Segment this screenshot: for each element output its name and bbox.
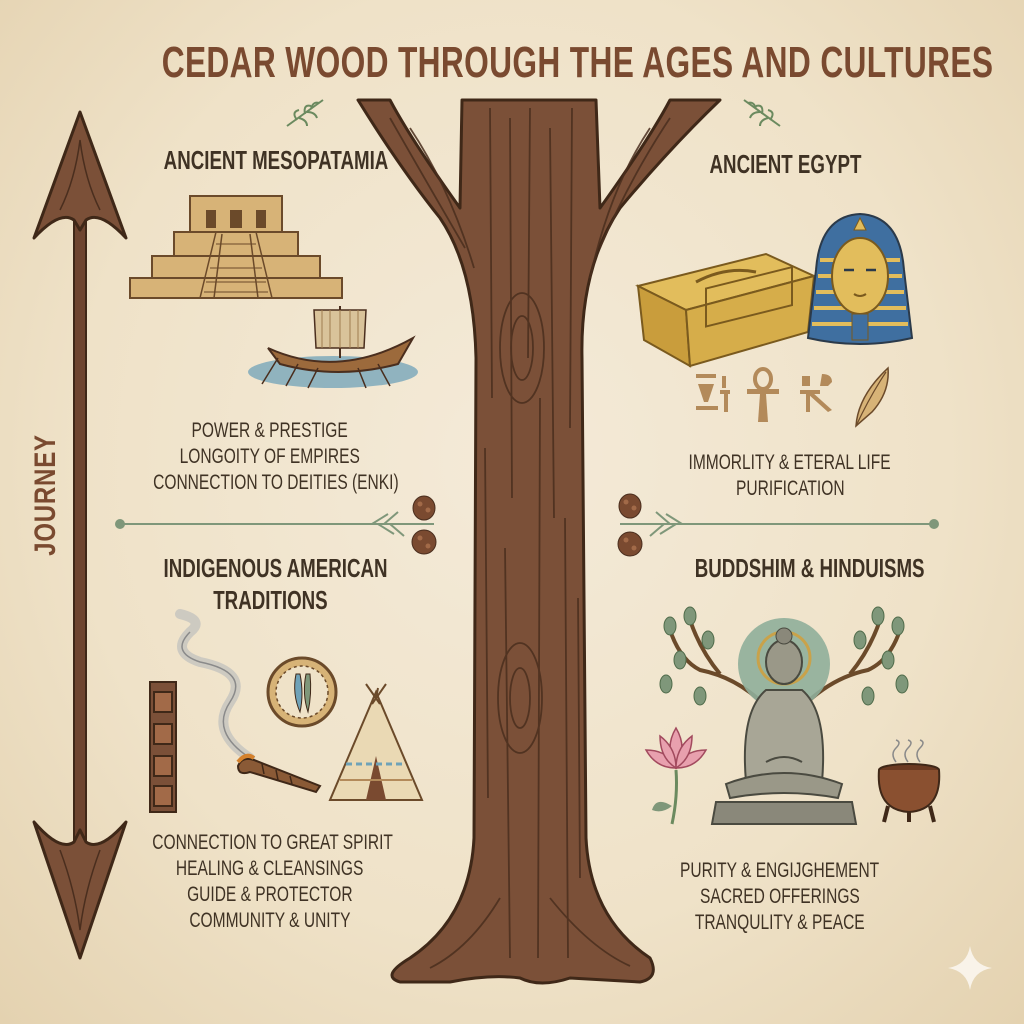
list-item: COMMUNITY & UNITY	[189, 909, 351, 932]
mesopotamia-list: POWER & PRESTIGE LONGOITY OF EMPIRES CON…	[110, 418, 430, 496]
list-item: PURITY & ENGIJGHEMENT	[680, 859, 880, 882]
list-item: CONNECTION TO GREAT SPIRIT	[152, 831, 393, 854]
list-item: SACRED OFFERINGS	[700, 885, 860, 908]
sprig-left-icon	[286, 99, 324, 127]
section-title-indigenous: INDIGENOUS AMERICAN TRADITIONS	[163, 553, 388, 615]
incense-pot-icon	[877, 739, 941, 823]
ziggurat-icon	[129, 195, 343, 299]
list-item: IMMORLITY & ETERAL LIFE	[688, 451, 892, 474]
ankh-icon	[747, 367, 779, 422]
smudge-stick-icon	[236, 753, 322, 794]
list-item: TRANQULITY & PEACE	[695, 911, 865, 934]
feather-icon	[855, 366, 889, 428]
list-item: LONGOITY OF EMPIRES	[179, 445, 361, 468]
sarcophagus-icon	[635, 252, 817, 368]
section-title-mesopotamia: ANCIENT MESOPATAMIA	[163, 145, 389, 175]
bodhi-tree-icon	[659, 606, 909, 730]
sprig-right-icon	[743, 99, 781, 127]
section-title-egypt: ANCIENT EGYPT	[709, 149, 862, 179]
totem-pole-icon	[149, 681, 177, 813]
lotus-icon	[644, 726, 708, 825]
page-title: CEDAR WOOD THROUGH THE AGES AND CULTURES	[161, 38, 994, 87]
indigenous-list: CONNECTION TO GREAT SPIRIT HEALING & CLE…	[110, 830, 430, 934]
egypt-list: IMMORLITY & ETERAL LIFE PURIFICATION	[640, 450, 940, 502]
sparkle-icon	[948, 946, 992, 990]
buddha-icon	[710, 618, 858, 825]
list-item: POWER & PRESTIGE	[191, 419, 349, 442]
dreamcatcher-icon	[266, 656, 338, 728]
cedar-tree-icon	[356, 98, 722, 985]
divider-left	[115, 495, 437, 555]
section-title-buddhism: BUDDSHIM & HINDUISMS	[694, 553, 925, 583]
hieroglyph-bird-icon	[800, 374, 832, 412]
list-item: GUIDE & PROTECTOR	[187, 883, 353, 906]
pharaoh-mask-icon	[806, 212, 914, 345]
hieroglyph-icon	[696, 374, 730, 412]
smoke-icon	[175, 609, 255, 763]
buddhism-list: PURITY & ENGIJGHEMENT SACRED OFFERINGS T…	[630, 858, 930, 936]
list-item: HEALING & CLEANSINGS	[176, 857, 364, 880]
list-item: PURIFICATION	[735, 477, 845, 500]
list-item: CONNECTION TO DEITIES (ENKI)	[153, 471, 399, 494]
ship-icon	[248, 306, 418, 389]
journey-arrow-icon	[32, 110, 128, 960]
divider-right	[617, 493, 939, 557]
teepee-icon	[328, 683, 424, 801]
journey-label: JOURNEY	[29, 434, 63, 556]
